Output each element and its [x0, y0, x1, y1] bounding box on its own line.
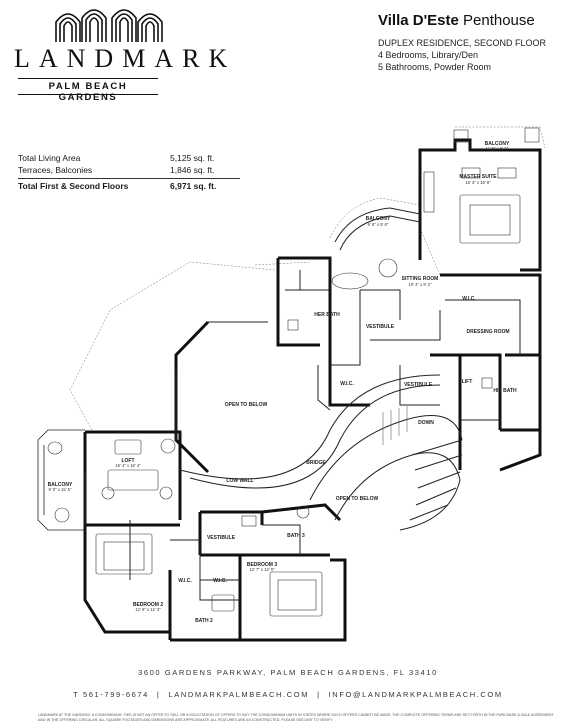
room-label: BRIDGE [306, 460, 326, 466]
room-label: BEDROOM 3 [247, 562, 278, 568]
room-dimension: 16' 4" x 16' 4" [115, 463, 141, 468]
area-label: Total Living Area [18, 153, 81, 163]
plan-drawing [37, 126, 546, 642]
room-label: BALCONY [485, 141, 510, 147]
unit-description-line: DUPLEX RESIDENCE, SECOND FLOOR [378, 38, 547, 48]
room-label: LOFT [121, 458, 134, 464]
room-label: W.I.C. [178, 578, 192, 584]
room-dimension: 6' 0" x 15' 5" [49, 487, 72, 492]
area-row: Terraces, Balconies 1,846 sq. ft. [18, 164, 240, 176]
room-label: OPEN TO BELOW [225, 402, 268, 408]
room-label: HER BATH [314, 312, 340, 318]
room-label: VESTIBULE [366, 324, 395, 330]
area-label: Terraces, Balconies [18, 165, 93, 175]
room-dimension: 12' 9" x 12' 3" [135, 607, 161, 612]
room-dimension: 6' 8" x 9' 6" [368, 222, 389, 227]
legal-disclaimer: LANDMARK AT THE GARDENS, A CONDOMINIUM. … [38, 713, 554, 722]
area-table: Total Living Area 5,125 sq. ft. Terraces… [18, 152, 240, 192]
room-dimension: 11' 5" x 5' 9" [486, 146, 509, 151]
area-value: 1,846 sq. ft. [170, 165, 215, 175]
footer-website-link[interactable]: LANDMARKPALMBEACH.COM [168, 690, 310, 699]
room-label: BEDROOM 2 [133, 602, 164, 608]
room-label: LIFT [462, 379, 473, 385]
room-label: BATH 2 [195, 618, 213, 624]
area-total-row: Total First & Second Floors 6,971 sq. ft… [18, 178, 240, 192]
room-label: MASTER SUITE [459, 174, 497, 180]
footer-separator: | [317, 690, 321, 699]
room-dimension: 10' 4" x 9' 2" [409, 282, 432, 287]
room-label: DRESSING ROOM [466, 329, 509, 335]
brand-name: LANDMARK [14, 44, 237, 73]
footer-contact: T 561-799-6674 | LANDMARKPALMBEACH.COM | INF… [0, 690, 576, 699]
room-label: BALCONY [366, 216, 391, 222]
room-label: BALCONY [48, 482, 73, 488]
brand-subtitle: PALM BEACH GARDENS [48, 81, 128, 103]
room-label: DOWN [418, 420, 434, 426]
room-label: HIS BATH [493, 388, 517, 394]
room-label: VESTIBULE [404, 382, 433, 388]
footer-phone: T 561-799-6674 [73, 690, 149, 699]
room-label: SITTING ROOM [402, 276, 439, 282]
room-label: LOW WALL [226, 478, 253, 484]
room-label: W.I.C. [213, 578, 227, 584]
unit-title-type: Penthouse [458, 12, 535, 29]
room-label: W.I.C. [340, 381, 354, 387]
area-value: 5,125 sq. ft. [170, 153, 215, 163]
brand-divider [18, 78, 158, 79]
footer-email-link[interactable]: INFO@LANDMARKPALMBEACH.COM [328, 690, 503, 699]
room-label: W.I.C. [462, 296, 476, 302]
room-label: BATH 3 [287, 533, 305, 539]
floor-plan: BALCONY 11' 5" x 5' 9" MASTER SUITE 15' … [37, 126, 546, 642]
room-dimension: 15' 3" x 15' 8" [465, 180, 491, 185]
footer-address: 3600 GARDENS PARKWAY, PALM BEACH GARDENS… [138, 668, 438, 677]
room-label: OPEN TO BELOW [336, 496, 379, 502]
room-dimension: 13' 7" x 12' 0" [249, 567, 275, 572]
unit-title-name: Villa D'Este [378, 12, 459, 29]
unit-title: Villa D'Este Penthouse [378, 12, 535, 29]
landmark-logo-icon [55, 9, 163, 42]
footer-separator: | [156, 690, 161, 699]
area-label: Total First & Second Floors [18, 181, 129, 191]
unit-description-line: 4 Bedrooms, Library/Den [378, 50, 479, 60]
unit-description-line: 5 Bathrooms, Powder Room [378, 62, 492, 72]
brand-divider [18, 94, 158, 95]
area-value: 6,971 sq. ft. [170, 181, 217, 191]
area-row: Total Living Area 5,125 sq. ft. [18, 152, 240, 164]
room-label: VESTIBULE [207, 535, 236, 541]
